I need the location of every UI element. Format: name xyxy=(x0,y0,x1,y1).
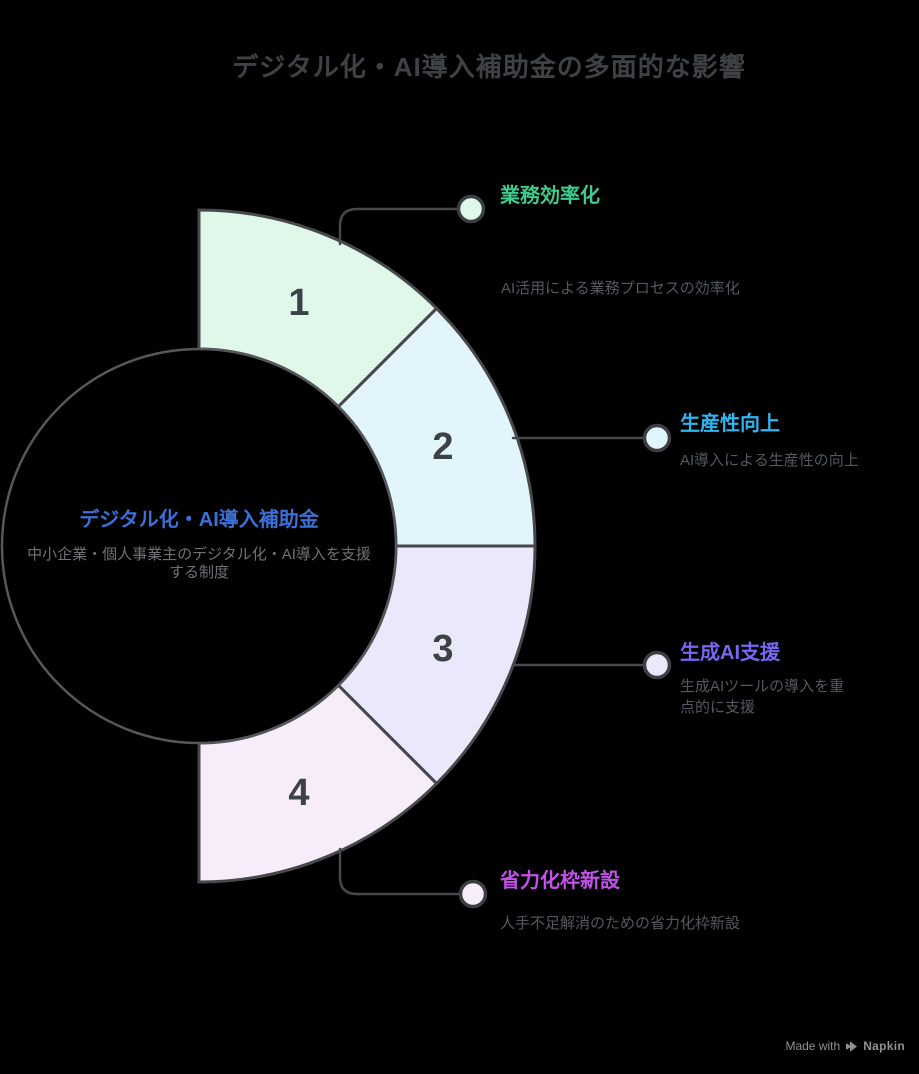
callout-2-description: AI導入による生産性の向上 xyxy=(680,452,859,469)
napkin-logo-icon xyxy=(846,1040,858,1052)
callout-3-label: 生成AI支援 xyxy=(680,642,780,664)
callout-2-label: 生産性向上 xyxy=(680,413,780,435)
dot-1 xyxy=(456,194,486,224)
callout-1-description: AI活用による業務プロセスの効率化 xyxy=(501,280,740,297)
segment-3-number: 3 xyxy=(432,628,453,670)
callout-4-description: 人手不足解消のための省力化枠新設 xyxy=(500,915,741,932)
dot-4 xyxy=(458,879,488,909)
watermark-brand: Napkin xyxy=(863,1039,905,1053)
watermark: Made with Napkin xyxy=(785,1039,905,1053)
dot-2 xyxy=(642,423,672,453)
segment-1-number: 1 xyxy=(288,282,309,324)
watermark-prefix: Made with xyxy=(785,1039,841,1053)
dot-3 xyxy=(642,650,672,680)
page-title: デジタル化・AI導入補助金の多面的な影響 xyxy=(232,52,746,82)
segment-2-number: 2 xyxy=(432,426,453,468)
center-title: デジタル化・AI導入補助金 xyxy=(79,509,319,531)
segment-4-number: 4 xyxy=(288,772,309,814)
callout-4-label: 省力化枠新設 xyxy=(500,870,620,892)
callout-3-description: 生成AIツールの導入を重点的に支援 xyxy=(680,678,845,716)
center-circle xyxy=(0,347,398,745)
connector-4 xyxy=(338,847,462,896)
callout-1-label: 業務効率化 xyxy=(500,185,600,207)
connector-1 xyxy=(338,207,460,246)
center-description: 中小企業・個人事業主のデジタル化・AI導入を支援する制度 xyxy=(27,546,371,581)
